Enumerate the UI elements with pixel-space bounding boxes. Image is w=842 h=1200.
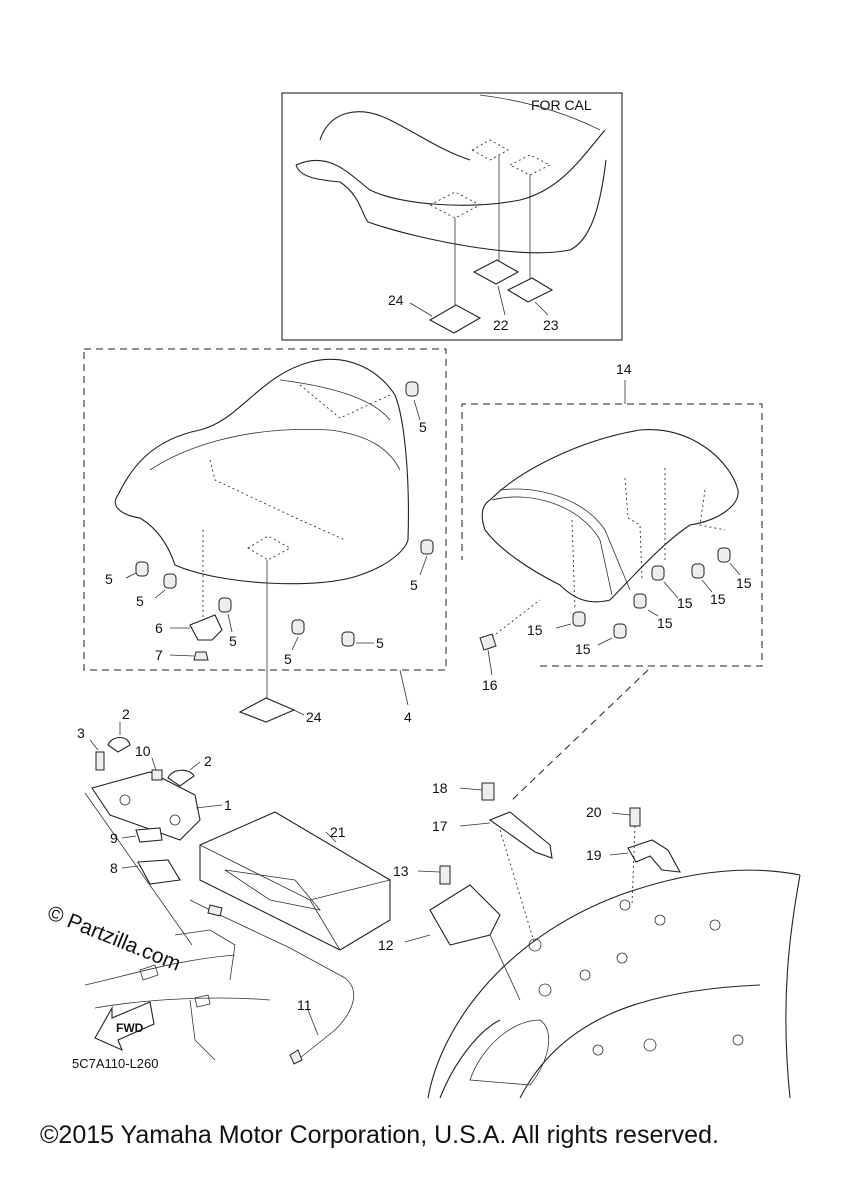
- damper-5-group: [135, 381, 434, 647]
- part-number-2: 2: [204, 753, 212, 769]
- cable-11-line: [189, 899, 354, 1059]
- bolt-20: [629, 807, 641, 827]
- part-number-21: 21: [330, 824, 346, 840]
- passenger-seat-band: [499, 488, 631, 591]
- part-number-11: 11: [297, 997, 312, 1013]
- hinge-12: [429, 884, 501, 946]
- part-number-5: 5: [419, 419, 427, 435]
- part-number-15: 15: [677, 595, 693, 611]
- label-23: [506, 277, 554, 303]
- passenger-seat-edge: [491, 496, 613, 596]
- main-seat-assembly: 24 5 5 5 5 5 5 5 6 7 4: [83, 348, 447, 725]
- part-number-8: 8: [110, 860, 118, 876]
- main-seat-outline: [114, 358, 409, 585]
- copyright-notice: ©2015 Yamaha Motor Corporation, U.S.A. A…: [40, 1121, 719, 1149]
- bracket-17: [488, 811, 553, 859]
- frame-lower-left: FWD 5C7A110-L260 © Partzilla.com: [44, 901, 271, 1071]
- inset-seat-top: [479, 94, 601, 131]
- passenger-seat-assembly: 14 15 15 15 15 15 15 16: [461, 361, 763, 801]
- part-number-24: 24: [388, 292, 404, 308]
- rear-fender-assembly: 12 13 18 17 20 19: [378, 780, 801, 1099]
- passenger-seat-dashed-box: [461, 403, 763, 667]
- part-number-13: 13: [393, 863, 409, 879]
- watermark: © Partzilla.com: [44, 901, 184, 975]
- inset-seat-outline: [295, 129, 607, 254]
- for-cal-inset: FOR CAL 24 22 23: [281, 92, 623, 341]
- part-number-15: 15: [575, 641, 591, 657]
- part-number-19: 19: [586, 847, 602, 863]
- part-number-5: 5: [105, 571, 113, 587]
- plate-9: [135, 827, 163, 843]
- screw-3: [95, 751, 105, 771]
- part-number-15: 15: [736, 575, 752, 591]
- fwd-arrow-icon: FWD: [94, 1001, 155, 1052]
- bracket-19: [627, 839, 681, 873]
- fwd-label: FWD: [116, 1021, 144, 1035]
- part-number-5: 5: [376, 635, 384, 651]
- rear-fender-outline: [427, 869, 801, 1099]
- label-22: [472, 259, 520, 285]
- main-seat-label-area: [247, 535, 291, 561]
- for-cal-label: FOR CAL: [531, 97, 592, 113]
- part-number-15: 15: [710, 591, 726, 607]
- part-number-9: 9: [110, 830, 118, 846]
- cover-2a: [107, 736, 131, 753]
- bolt-16: [479, 633, 497, 651]
- part-number-15: 15: [527, 622, 543, 638]
- latch-8: [137, 859, 181, 885]
- nut-10: [151, 769, 163, 781]
- bracket-6: [189, 614, 223, 641]
- bolt-18: [481, 782, 495, 801]
- inset-area-23: [508, 154, 552, 176]
- part-number-6: 6: [155, 620, 163, 636]
- part-number-5: 5: [410, 577, 418, 593]
- part-number-2: 2: [122, 706, 130, 722]
- part-number-7: 7: [155, 647, 163, 663]
- inset-seat-back: [319, 111, 471, 161]
- bracket-1: [91, 771, 201, 841]
- main-seat-seam: [149, 428, 401, 471]
- damper-15-group: [572, 547, 731, 639]
- part-number-20: 20: [586, 804, 602, 820]
- cover-2b: [167, 769, 195, 787]
- part-number-15: 15: [657, 615, 673, 631]
- part-number-18: 18: [432, 780, 448, 796]
- part-number-5: 5: [136, 593, 144, 609]
- inset-frame: [281, 92, 623, 341]
- inset-area-24: [429, 191, 481, 219]
- part-number-5: 5: [229, 633, 237, 649]
- part-number-22: 22: [493, 317, 509, 333]
- cable-11: 11: [189, 899, 354, 1065]
- part-number-24-main: 24: [306, 709, 322, 725]
- part-number-5: 5: [284, 651, 292, 667]
- main-seat-back-seam: [279, 379, 391, 421]
- part-number-16: 16: [482, 677, 498, 693]
- label-24-main: [238, 697, 296, 723]
- main-seat-hidden-line-1: [209, 459, 346, 541]
- part-number-1: 1: [224, 797, 232, 813]
- main-seat-dashed-box: [83, 348, 447, 671]
- inset-area-22: [471, 139, 509, 161]
- part-number-23: 23: [543, 317, 559, 333]
- main-seat-hidden-line-2: [299, 384, 391, 419]
- lock-bracket-parts: 2 2 3 10 1 9 8: [77, 706, 232, 946]
- part-number-14: 14: [616, 361, 632, 377]
- part-number-3: 3: [77, 725, 85, 741]
- nut-7: [193, 651, 209, 661]
- part-number-12: 12: [378, 937, 394, 953]
- part-number-17: 17: [432, 818, 448, 834]
- diagram-code: 5C7A110-L260: [72, 1056, 159, 1071]
- part-number-10: 10: [135, 743, 151, 759]
- fender-opening: [469, 1019, 549, 1086]
- label-24-inset: [428, 304, 482, 334]
- part-number-4: 4: [404, 709, 412, 725]
- tool-bag-body: [199, 811, 391, 951]
- tool-bag-21: 21: [199, 811, 391, 951]
- passenger-seat-outline: [481, 429, 739, 603]
- fender-holes: [528, 899, 744, 1056]
- bolt-13: [439, 865, 451, 885]
